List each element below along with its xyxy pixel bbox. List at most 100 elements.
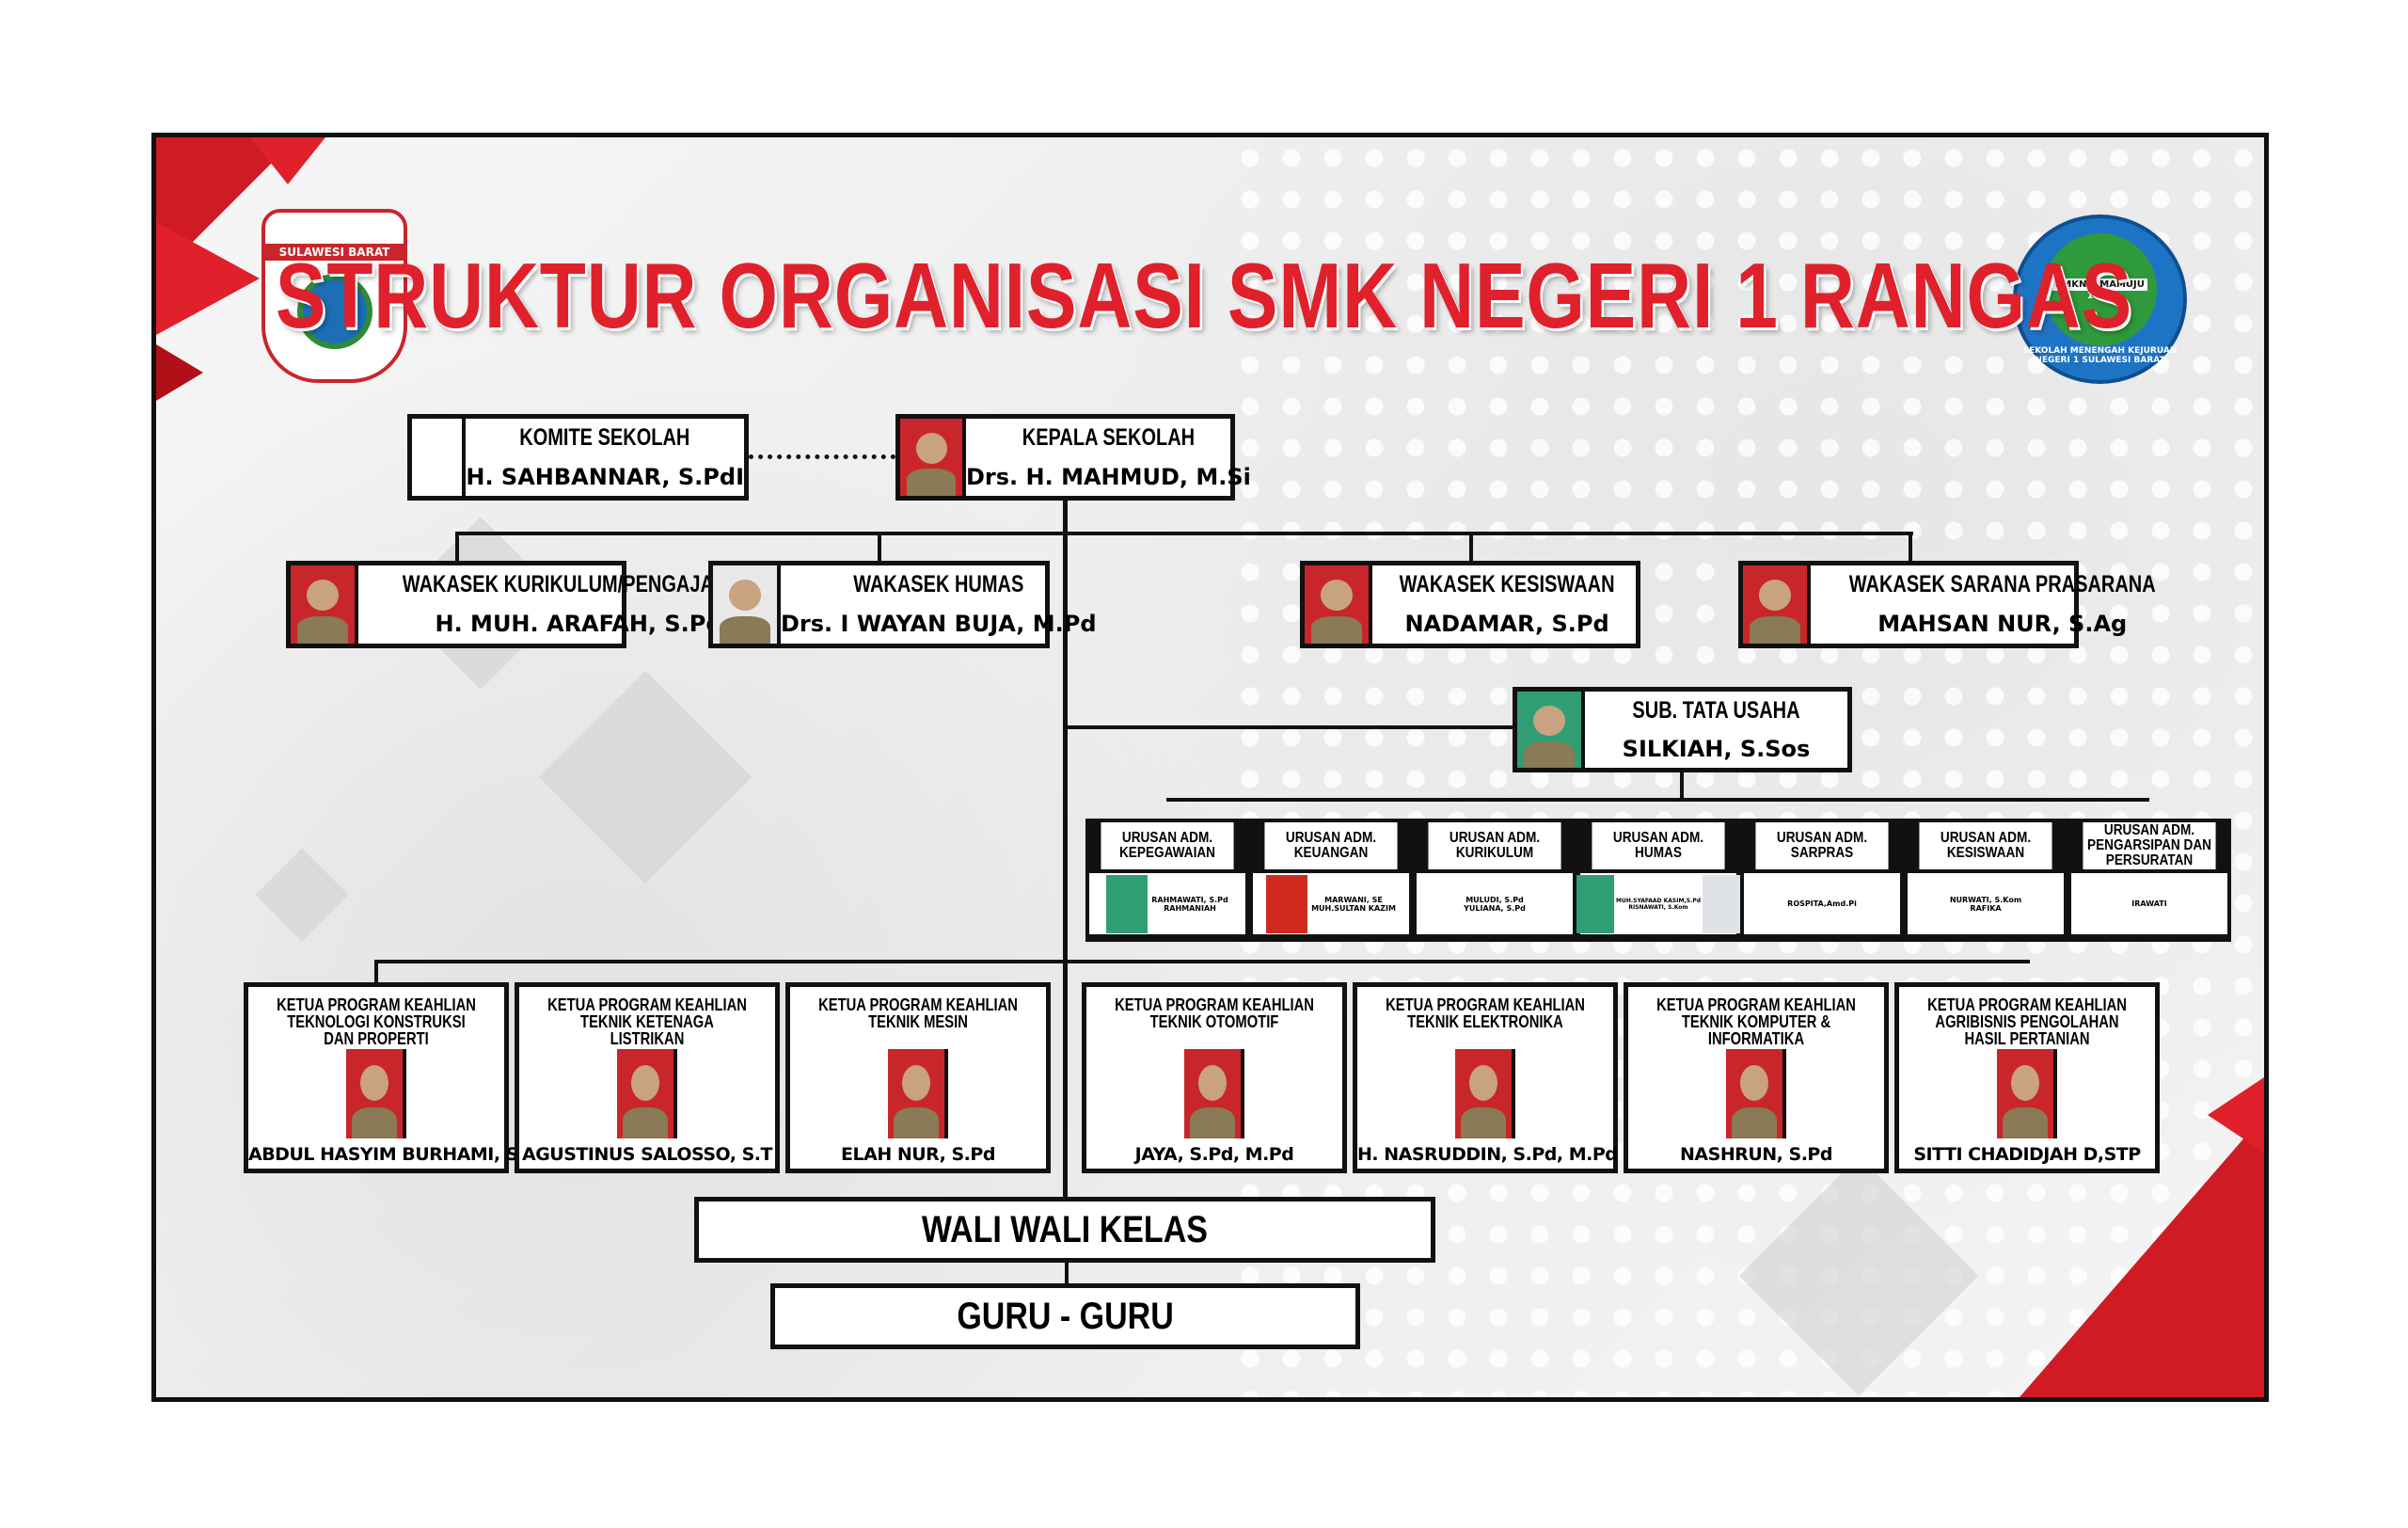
photo [1184, 1049, 1244, 1138]
sulawesi-barat-logo: SULAWESI BARAT [261, 209, 407, 383]
name-label: NASHRUN, S.Pd [1680, 1144, 1832, 1165]
photo [1576, 874, 1614, 933]
role-label: URUSAN ADM. KEPEGAWAIAN [1101, 822, 1234, 869]
photo [346, 1049, 406, 1138]
role-label: URUSAN ADM. PENGARSIPAN DAN PERSURATAN [2083, 822, 2216, 869]
role-label: WAKASEK KURIKULUM/PENGAJARAN [402, 571, 755, 598]
role-label: URUSAN ADM. SARPRAS [1755, 822, 1889, 869]
connector-kaprog [374, 960, 2030, 963]
names-label: IRAWATI [2131, 899, 2167, 908]
photo [1703, 874, 1741, 933]
name-label: NADAMAR, S.Pd [1404, 611, 1609, 638]
connector-wakasek [455, 532, 1913, 535]
photo [888, 1049, 948, 1138]
photo-placeholder [412, 419, 467, 496]
wali-kelas-label: WALI WALI KELAS [921, 1208, 1209, 1250]
role-label: KETUA PROGRAM KEAHLIAN TEKNIK MESIN [818, 995, 1018, 1031]
chart-frame [151, 133, 2269, 1402]
kaprog-box: KETUA PROGRAM KEAHLIAN TEKNIK MESIN ELAH … [785, 982, 1051, 1173]
names-label: RAHMAWATI, S.Pd RAHMANIAH [1151, 895, 1228, 913]
urusan-box: URUSAN ADM. KEPEGAWAIAN RAHMAWATI, S.Pd R… [1085, 819, 1249, 942]
connector [1909, 532, 1912, 562]
photo [1743, 565, 1811, 644]
names-label: MUH.SYAFAAD KASIM,S.Pd RISNAWATI, S.Kom [1615, 897, 1702, 911]
role-label: KETUA PROGRAM KEAHLIAN TEKNIK OTOMOTIF [1115, 995, 1314, 1031]
connector [1469, 532, 1473, 562]
urusan-box: URUSAN ADM. SARPRAS ROSPITA,Amd.Pi [1740, 819, 1904, 942]
role-label: KETUA PROGRAM KEAHLIAN AGRIBISNIS PENGOL… [1927, 995, 2127, 1048]
name-label: H. SAHBANNAR, S.PdI [466, 463, 744, 490]
red-triangle [250, 137, 325, 184]
names-label: MULUDI, S.Pd YULIANA, S.Pd [1464, 895, 1526, 913]
photo [1106, 874, 1149, 933]
role-label: SUB. TATA USAHA [1632, 696, 1800, 724]
urusan-box: URUSAN ADM. PENGARSIPAN DAN PERSURATAN IR… [2067, 819, 2231, 942]
connector [455, 532, 459, 562]
kaprog-box: KETUA PROGRAM KEAHLIAN TEKNIK KETENAGA L… [515, 982, 780, 1173]
connector-trunk [1063, 501, 1068, 1206]
kaprog-box: KETUA PROGRAM KEAHLIAN AGRIBISNIS PENGOL… [1894, 982, 2160, 1173]
page-title: STRUKTUR ORGANISASI SMK NEGERI 1 RANGAS [275, 244, 2133, 347]
name-label: Drs. H. MAHMUD, M.Si [966, 463, 1251, 490]
connector-tu [1065, 725, 1514, 729]
connector [1680, 772, 1684, 801]
red-triangle [156, 344, 203, 401]
role-label: KETUA PROGRAM KEAHLIAN TEKNOLOGI KONSTRU… [277, 995, 476, 1048]
connector-urusan [1166, 798, 2149, 802]
kaprog-box: KETUA PROGRAM KEAHLIAN TEKNIK ELEKTRONIK… [1353, 982, 1618, 1173]
role-label: KEPALA SEKOLAH [1022, 424, 1196, 451]
role-label: KETUA PROGRAM KEAHLIAN TEKNIK KOMPUTER &… [1656, 995, 1856, 1048]
guru-label: GURU - GURU [957, 1295, 1174, 1337]
logo-right-text: SEKOLAH MENENGAH KEJURUAN NEGERI 1 SULAW… [2022, 346, 2178, 365]
names-label: ROSPITA,Amd.Pi [1787, 899, 1857, 908]
emblem-icon [296, 273, 372, 349]
names-label: MARWANI, SE MUH.SULTAN KAZIM [1311, 895, 1396, 913]
red-triangle [156, 222, 260, 335]
role-label: KETUA PROGRAM KEAHLIAN TEKNIK ELEKTRONIK… [1386, 995, 1585, 1031]
wakasek-box: WAKASEK SARANA PRASARANA MAHSAN NUR, S.Ag [1738, 561, 2156, 648]
role-label: WAKASEK KESISWAAN [1399, 571, 1615, 598]
name-label: MAHSAN NUR, S.Ag [1877, 611, 2128, 638]
photo [617, 1049, 677, 1138]
role-label: URUSAN ADM. KEUANGAN [1264, 822, 1398, 869]
name-label: ELAH NUR, S.Pd [841, 1144, 995, 1165]
kepala-box: KEPALA SEKOLAH Drs. H. MAHMUD, M.Si [895, 414, 1251, 501]
role-label: URUSAN ADM. KURIKULUM [1428, 822, 1561, 869]
photo [1997, 1049, 2057, 1138]
smk-logo: SMKN 1 MAMUJU 1998 SEKOLAH MENENGAH KEJU… [2013, 215, 2187, 384]
connector-guru [1065, 1263, 1069, 1285]
guru-box: GURU - GURU [770, 1283, 1360, 1349]
logo-right-year: 1998 [2086, 291, 2114, 301]
red-triangle [2208, 1077, 2264, 1153]
photo [1305, 565, 1372, 644]
connector [374, 960, 378, 984]
kaprog-box: KETUA PROGRAM KEAHLIAN TEKNIK OTOMOTIF JA… [1082, 982, 1347, 1173]
role-label: WAKASEK SARANA PRASARANA [1848, 571, 2156, 598]
wali-kelas-box: WALI WALI KELAS [694, 1197, 1435, 1263]
name-label: H. MUH. ARAFAH, S.Pd [435, 611, 722, 638]
name-label: SILKIAH, S.Sos [1622, 735, 1811, 762]
photo [713, 565, 781, 644]
photo [1517, 692, 1585, 768]
name-label: AGUSTINUS SALOSSO, S.T [522, 1144, 772, 1165]
photo [1455, 1049, 1515, 1138]
photo [291, 565, 358, 644]
decor-diamond [538, 670, 752, 884]
role-label: KETUA PROGRAM KEAHLIAN TEKNIK KETENAGA L… [547, 995, 747, 1048]
connector-komite-dotted [749, 454, 895, 459]
logo-right-sub: SMKN 1 MAMUJU [2052, 279, 2147, 291]
photo [1266, 874, 1308, 933]
photo [900, 419, 966, 496]
connector [878, 532, 881, 562]
names-label: NURWATI, S.Kom RAFIKA [1949, 895, 2022, 913]
kaprog-box: KETUA PROGRAM KEAHLIAN TEKNOLOGI KONSTRU… [244, 982, 550, 1173]
kaprog-box: KETUA PROGRAM KEAHLIAN TEKNIK KOMPUTER &… [1624, 982, 1889, 1173]
name-label: Drs. I WAYAN BUJA, M.Pd [781, 611, 1097, 638]
wakasek-box: WAKASEK KESISWAAN NADAMAR, S.Pd [1300, 561, 1640, 648]
decor-diamond [255, 848, 349, 942]
name-label: JAYA, S.Pd, M.Pd [1134, 1144, 1294, 1165]
